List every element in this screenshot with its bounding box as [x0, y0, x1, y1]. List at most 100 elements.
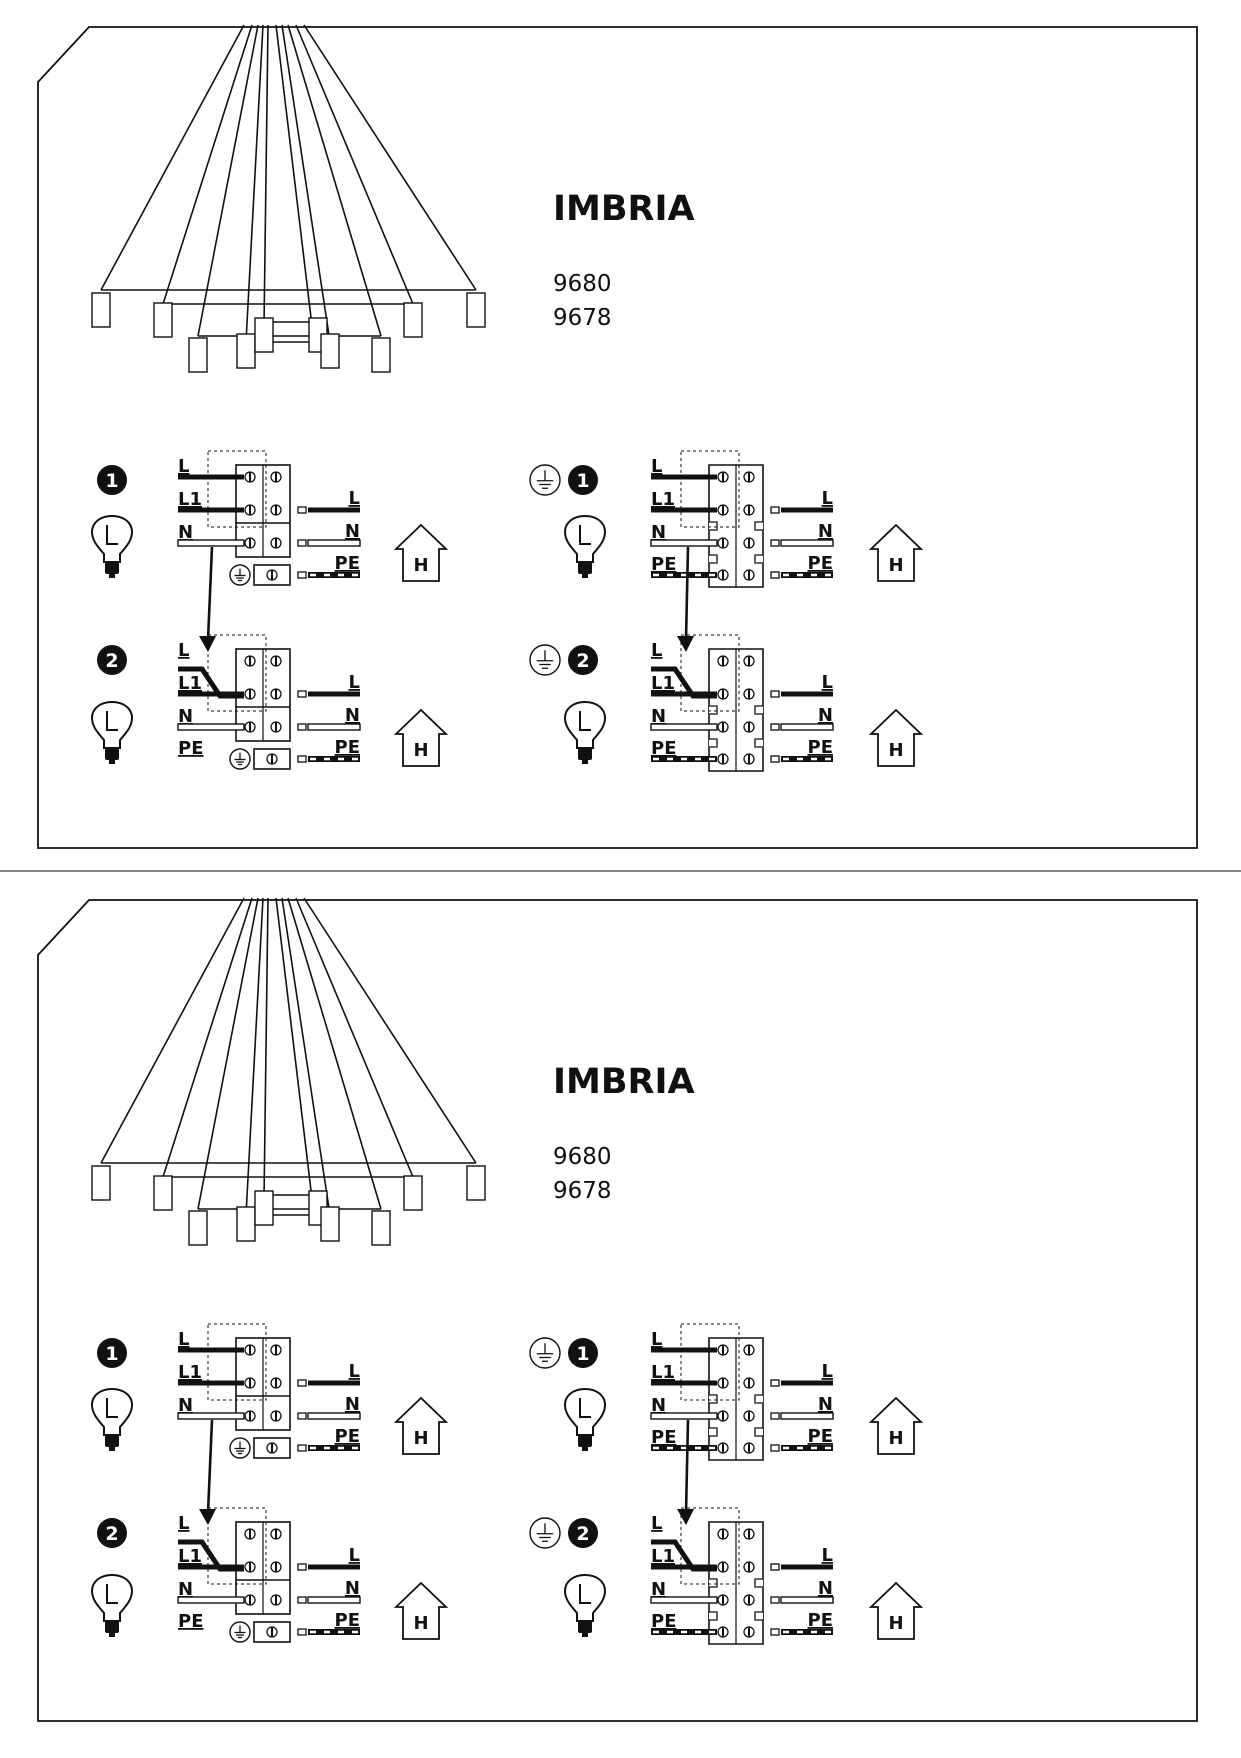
terminal-screw [244, 1377, 256, 1389]
label-in-L1: L1 [178, 489, 202, 510]
terminal-screw [717, 655, 729, 667]
label-out-N: N [345, 1394, 360, 1415]
lamp-shade [91, 292, 111, 328]
label-out-PE: PE [808, 737, 834, 758]
earth-ground-icon [529, 1517, 561, 1549]
step-badge-circle [97, 1338, 127, 1368]
connection-arrow-line [206, 546, 214, 641]
label-in-N: N [651, 522, 666, 543]
cable-end [297, 1563, 307, 1571]
label-in-N: N [178, 1395, 193, 1416]
step-number: 1 [576, 470, 589, 492]
terminal-screw [717, 1594, 729, 1606]
terminal-screw [270, 688, 282, 700]
connection-arrow-head [677, 636, 694, 652]
bridge-outline [680, 1323, 740, 1401]
terminal-screw [717, 569, 729, 581]
label-in-L1: L1 [178, 1362, 202, 1383]
label-out-PE: PE [808, 1426, 834, 1447]
terminal-screw [717, 1626, 729, 1638]
label-in-N: N [651, 706, 666, 727]
terminal-screw [266, 569, 278, 581]
cable-end [770, 1444, 780, 1452]
connection-arrow-line [206, 1419, 214, 1514]
earth-ground-icon [529, 464, 561, 496]
bridge-outline [207, 1507, 267, 1585]
suspension-cable [281, 24, 331, 343]
house-letter: H [413, 740, 428, 761]
terminal-screw [743, 569, 755, 581]
suspension-cable [295, 897, 414, 1178]
terminal-screw [270, 1528, 282, 1540]
neutral-cable [780, 1596, 834, 1604]
suspension-cable [295, 24, 414, 305]
house-icon: H [868, 708, 924, 767]
bridge-outline [207, 1323, 267, 1401]
cable-end [770, 1628, 780, 1636]
terminal-screw [717, 1442, 729, 1454]
label-out-L: L [822, 1545, 833, 1566]
terminal-notch [754, 521, 763, 531]
label-in-L1: L1 [178, 1546, 202, 1567]
terminal-notch [754, 1394, 763, 1404]
step-number-badge: 1 [568, 1338, 598, 1368]
terminal-screw [244, 537, 256, 549]
label-out-N: N [345, 1578, 360, 1599]
step-number-badge: 1 [97, 1338, 127, 1368]
suspension-cable [303, 897, 477, 1164]
label-out-PE: PE [808, 1610, 834, 1631]
label-in-L: L [178, 640, 189, 661]
terminal-screw [244, 1594, 256, 1606]
panel-frame [37, 899, 1198, 1722]
step-number: 2 [576, 650, 589, 672]
label-in-L1: L1 [178, 673, 202, 694]
neutral-cable [177, 539, 245, 547]
chandelier-icon [91, 24, 486, 373]
terminal-screw [244, 1410, 256, 1422]
label-in-L1: L1 [651, 489, 675, 510]
panel-frame [37, 26, 1198, 849]
terminal-screw [717, 471, 729, 483]
suspension-cable [197, 24, 259, 337]
label-out-PE: PE [335, 1426, 361, 1447]
label-in-L1: L1 [651, 1546, 675, 1567]
neutral-cable [650, 1596, 718, 1604]
terminal-screw [743, 1561, 755, 1573]
step-badge-circle [568, 1518, 598, 1548]
product-title: IMBRIA [553, 1062, 695, 1102]
cable-end [297, 1444, 307, 1452]
lamp-shade [188, 337, 208, 373]
product-code: 9678 [553, 1178, 612, 1204]
label-out-PE: PE [335, 553, 361, 574]
light-bulb-icon [563, 1387, 607, 1451]
lamp-shade [236, 333, 256, 369]
label-out-L: L [822, 1361, 833, 1382]
house-letter: H [413, 1428, 428, 1449]
lamp-shade [254, 1190, 274, 1226]
step-badge-circle [568, 645, 598, 675]
lamp-shade [466, 292, 486, 328]
label-in-L1: L1 [651, 1362, 675, 1383]
terminal-screw [270, 655, 282, 667]
suspension-cable [245, 897, 264, 1216]
neutral-cable [650, 1412, 718, 1420]
cable-end [770, 571, 780, 579]
house-icon: H [393, 708, 449, 767]
chandelier-icon [91, 897, 486, 1246]
terminal-screw [266, 1442, 278, 1454]
step-number-badge: 2 [97, 1518, 127, 1548]
earth-ground-icon [229, 1621, 251, 1643]
suspension-cable [162, 24, 253, 305]
product-title: IMBRIA [553, 189, 695, 229]
house-icon: H [868, 1396, 924, 1455]
label-out-N: N [818, 705, 833, 726]
terminal-notch [709, 521, 718, 531]
lamp-shade [320, 1206, 340, 1242]
label-in-PE: PE [178, 738, 204, 759]
step-number-badge: 1 [97, 465, 127, 495]
terminal-screw [270, 1377, 282, 1389]
product-code: 9678 [553, 305, 612, 331]
terminal-notch [754, 1611, 763, 1621]
terminal-screw [270, 1594, 282, 1606]
cable-end [297, 506, 307, 514]
